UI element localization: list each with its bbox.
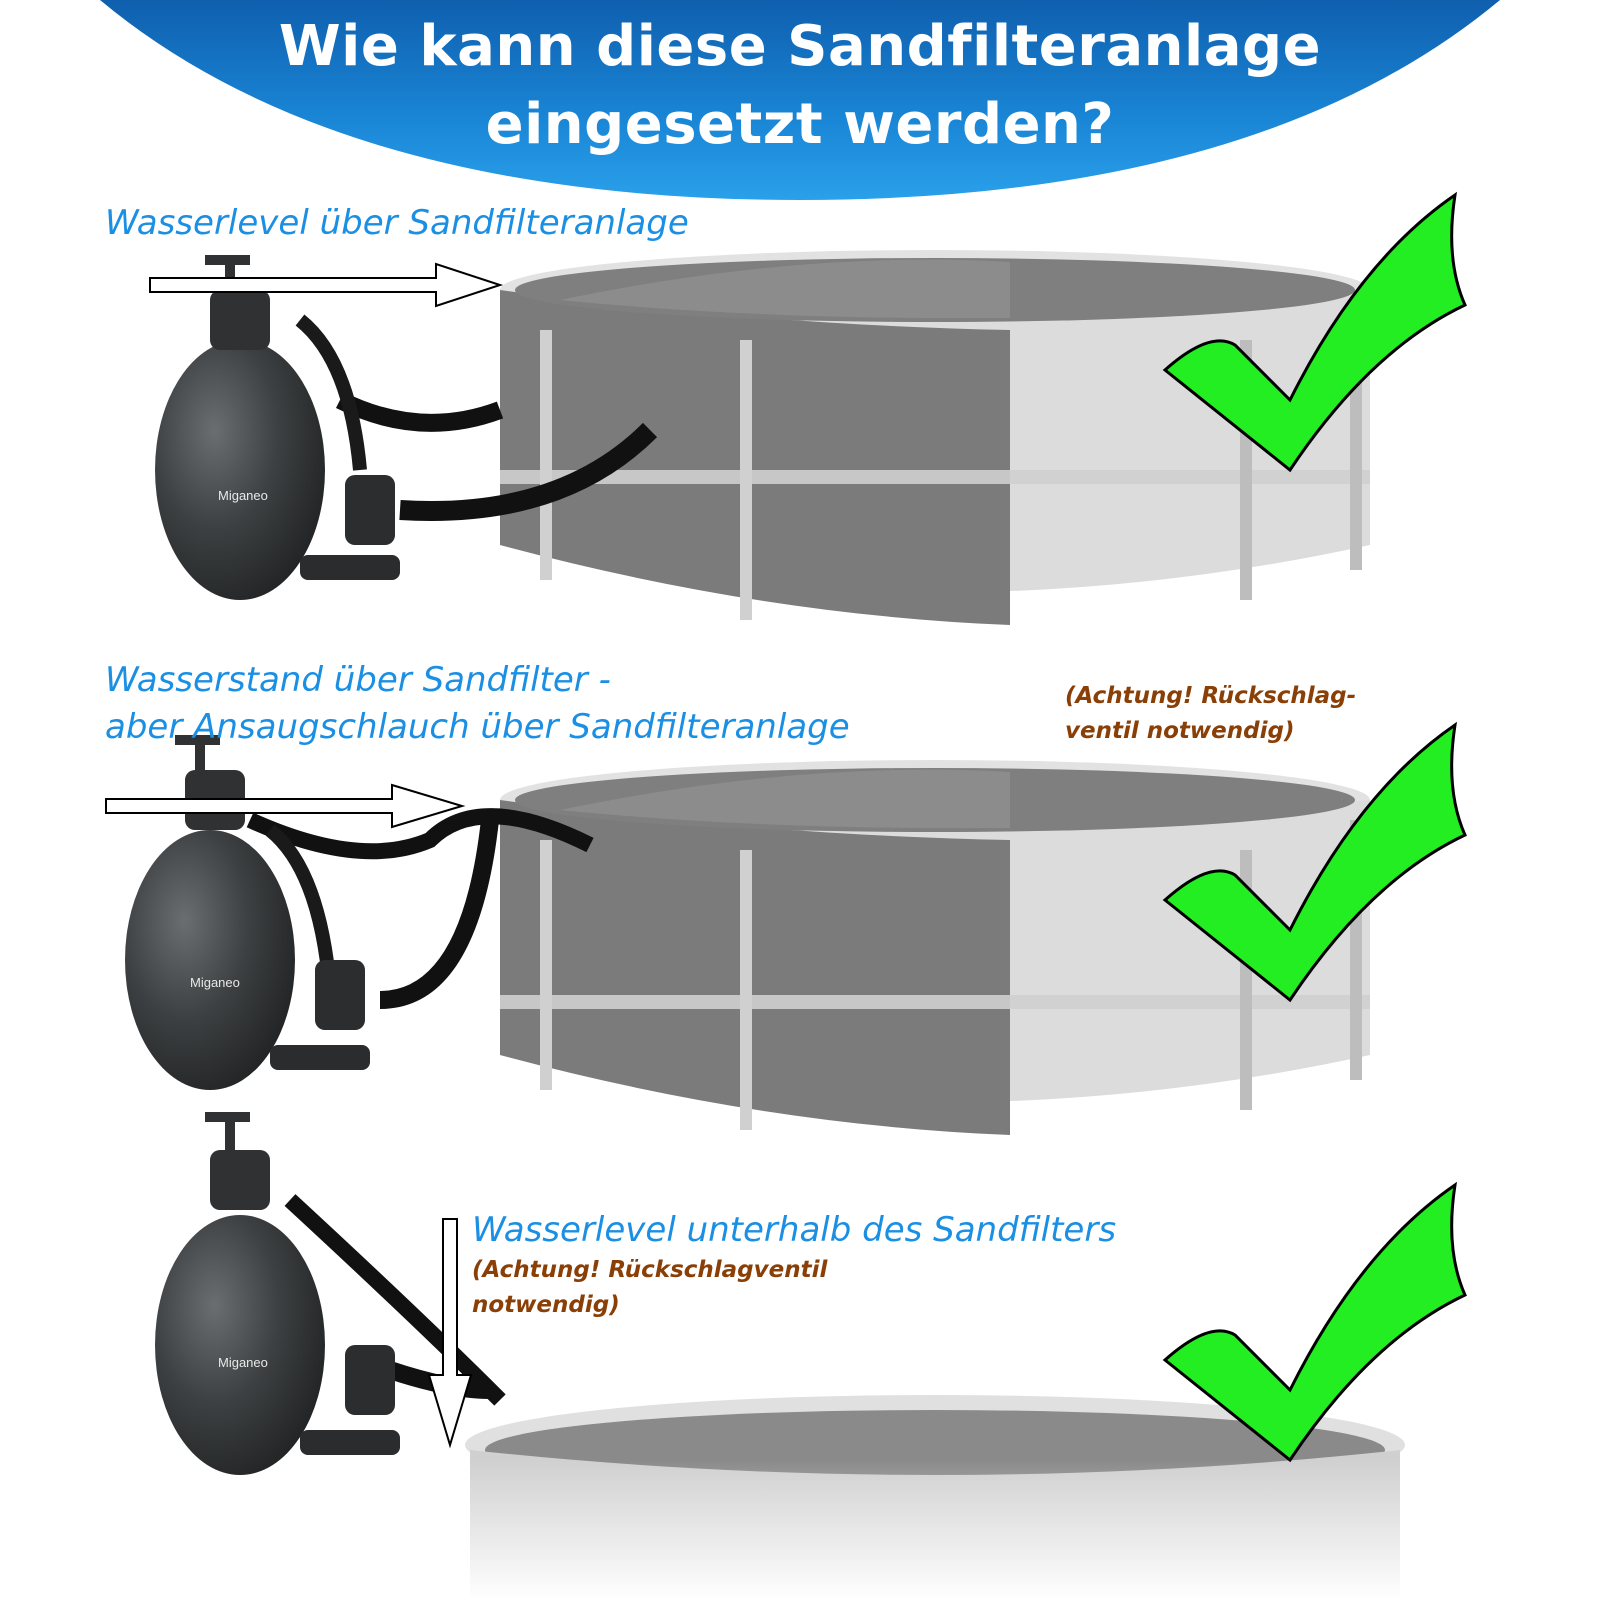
brand-logo-2: Miganeo [190, 975, 240, 990]
title-line-2: eingesetzt werden? [485, 92, 1115, 157]
pool-2 [500, 760, 1370, 1135]
scenario-3-label: Wasserlevel unterhalb des Sandfilters [472, 1210, 1117, 1250]
scenario-2-label-line-1: Wasserstand über Sandfilter - [105, 660, 611, 700]
header-banner [100, 0, 1500, 200]
page-title: Wie kann diese Sandfilteranlage eingeset… [0, 8, 1600, 164]
brand-logo-1: Miganeo [218, 488, 268, 503]
title-line-1: Wie kann diese Sandfilteranlage [278, 14, 1322, 79]
scenario-2-note-line-2: ventil notwendig) [1065, 718, 1295, 744]
pool-1 [500, 250, 1370, 625]
water-level-arrow-2 [105, 783, 466, 829]
scenario-3-note-line-2: notwendig) [472, 1292, 620, 1318]
scenario-3-note-line-1: (Achtung! Rückschlagventil [472, 1257, 828, 1283]
sand-filter-2 [125, 735, 594, 1090]
water-level-arrow-3 [427, 1218, 473, 1449]
green-check-icon [1162, 191, 1467, 473]
scenario-2-label-line-2: aber Ansaugschlauch über Sandfilteranlag… [105, 707, 850, 747]
green-check-icon [1162, 1181, 1467, 1463]
scenario-2-note-line-1: (Achtung! Rückschlag- [1065, 683, 1357, 709]
scenario-1-label: Wasserlevel über Sandfilteranlage [105, 203, 689, 243]
green-check-icon [1162, 721, 1467, 1003]
brand-logo-3: Miganeo [218, 1355, 268, 1370]
pool-3 [465, 1395, 1405, 1600]
sand-filter-1 [155, 255, 658, 600]
sand-filter-3 [155, 1112, 506, 1475]
water-level-arrow-1 [149, 262, 504, 308]
